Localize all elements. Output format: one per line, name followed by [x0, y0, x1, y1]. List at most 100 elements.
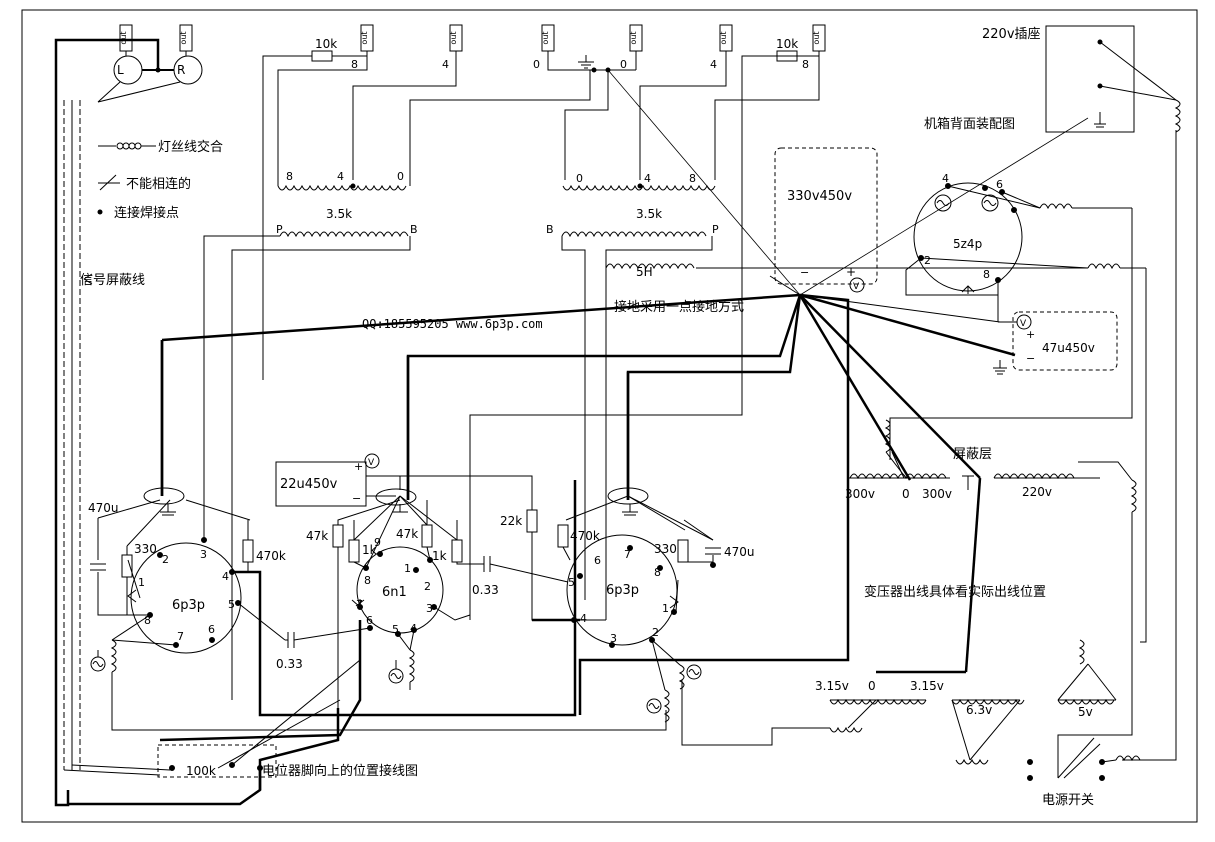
svg-text:+: +: [354, 460, 363, 473]
input-right-label: R: [177, 63, 185, 77]
volume-pot[interactable]: [68, 659, 361, 806]
filter-capacitor: V + −: [993, 311, 1118, 375]
jack-label: out: [360, 31, 369, 44]
tube-mid-6n1: + − V: [275, 453, 606, 708]
pin-label: 8: [364, 574, 371, 587]
component-label: 330: [134, 542, 157, 556]
pin-label: 4: [580, 612, 587, 625]
filament-label: 3.15v: [815, 679, 849, 693]
ot-primary-label: P: [276, 223, 283, 236]
filament-label: 6.3v: [966, 703, 992, 717]
ot-tap-label: 8: [689, 172, 696, 185]
legend: 灯丝线交合 不能相连的 连接焊接点 信号屏蔽线: [80, 139, 223, 288]
pin-label: 3: [610, 632, 617, 645]
input-jacks: L R: [54, 38, 203, 807]
pt-tap-label: 0: [902, 487, 910, 501]
tube-right-6p3p: [557, 487, 721, 723]
ot-tap-label: 0: [397, 170, 404, 183]
pin-label: 2: [652, 626, 659, 639]
ground-note-label: 接地采用一点接地方式: [614, 299, 744, 315]
power-switch[interactable]: [1027, 734, 1141, 781]
pin-label: 7: [356, 598, 363, 611]
out-jack: out: [541, 24, 555, 52]
rectifier-pin-label: 4: [942, 172, 949, 185]
filament-label: 0: [868, 679, 876, 693]
main-capacitor: − + V: [774, 147, 878, 293]
resistor-10k-right-label: 10k: [776, 37, 798, 51]
tap-label: 4: [710, 58, 717, 71]
component-label: 470k: [570, 529, 600, 543]
pin-label: 8: [654, 566, 661, 579]
svg-text:−: −: [1026, 352, 1035, 365]
out-jack: out: [812, 24, 826, 52]
rectifier-pin-label: 8: [983, 268, 990, 281]
ot-left-wiring: [262, 50, 591, 380]
ground-symbol: [578, 55, 594, 69]
pin-label: 4: [410, 622, 417, 635]
svg-text:V: V: [1020, 319, 1027, 329]
component-label: 330: [654, 542, 677, 556]
pt-tap-label: 300v: [922, 487, 952, 501]
tap-label: 8: [351, 58, 358, 71]
pin-label: 8: [144, 614, 151, 627]
pt-tap-label: 220v: [1022, 485, 1052, 499]
input-left-label: L: [117, 63, 124, 77]
filament-windings: [681, 639, 1117, 765]
svg-text:V: V: [853, 282, 860, 292]
tube-left-6p3p: [90, 340, 667, 731]
pin-label: 6: [208, 623, 215, 636]
svg-text:−: −: [352, 492, 361, 505]
legend-noconnect-text: 不能相连的: [126, 176, 191, 192]
pin-label: 3: [200, 548, 207, 561]
frame-border: [21, 9, 1198, 823]
svg-text:−: −: [800, 266, 809, 279]
output-transformer-right: [561, 183, 716, 238]
contact-info: QQ:185595205 www.6p3p.com: [362, 317, 543, 331]
jack-label: out: [179, 31, 188, 44]
out-jack: out: [629, 24, 643, 52]
filament-label: 3.15v: [910, 679, 944, 693]
choke-5h: [605, 263, 1088, 290]
pin-label: 2: [162, 553, 169, 566]
chassis-back-label: 机箱背面装配图: [924, 116, 1015, 132]
pin-label: 1: [404, 562, 411, 575]
legend-solder-text: 连接焊接点: [114, 205, 179, 221]
svg-text:+: +: [1026, 328, 1035, 341]
shield-lines: [63, 100, 171, 776]
filament-label: 5v: [1078, 705, 1093, 719]
component-label: 1k: [432, 549, 447, 563]
pin-label: 2: [424, 580, 431, 593]
primary-leads: [203, 235, 713, 700]
main-capacitor-label: 330v450v: [787, 189, 852, 204]
mains-socket-label: 220v插座: [982, 27, 1041, 42]
component-label: 470u: [724, 545, 755, 559]
out-jack: out: [119, 24, 133, 52]
tube-label: 6p3p: [606, 583, 639, 598]
tube-label: 6p3p: [172, 598, 205, 613]
output-transformer-left: [277, 180, 411, 238]
ot-tap-label: 4: [337, 170, 344, 183]
component-label: 470u: [88, 501, 119, 515]
pin-label: 6: [366, 614, 373, 627]
pin-label: 5: [568, 576, 575, 589]
pin-label: 7: [624, 548, 631, 561]
component-label: 1k: [362, 543, 377, 557]
component-label: 47k: [396, 527, 418, 541]
component-label: 47k: [306, 529, 328, 543]
rectifier-pin-label: 6: [996, 178, 1003, 191]
out-jack: out: [179, 24, 193, 52]
tap-label: 8: [802, 58, 809, 71]
svg-text:V: V: [368, 458, 375, 468]
ot-primary-label: B: [546, 223, 554, 236]
pin-label: 1: [662, 602, 669, 615]
ot-impedance-label: 3.5k: [636, 207, 662, 221]
legend-filament-text: 灯丝线交合: [158, 139, 223, 155]
rectifier-pin-label: 2: [924, 254, 931, 267]
pin-label: 4: [222, 570, 229, 583]
jack-label: out: [449, 31, 458, 44]
star-ground: [161, 275, 1016, 715]
ot-primary-label: B: [410, 223, 418, 236]
pin-label: 1: [138, 576, 145, 589]
